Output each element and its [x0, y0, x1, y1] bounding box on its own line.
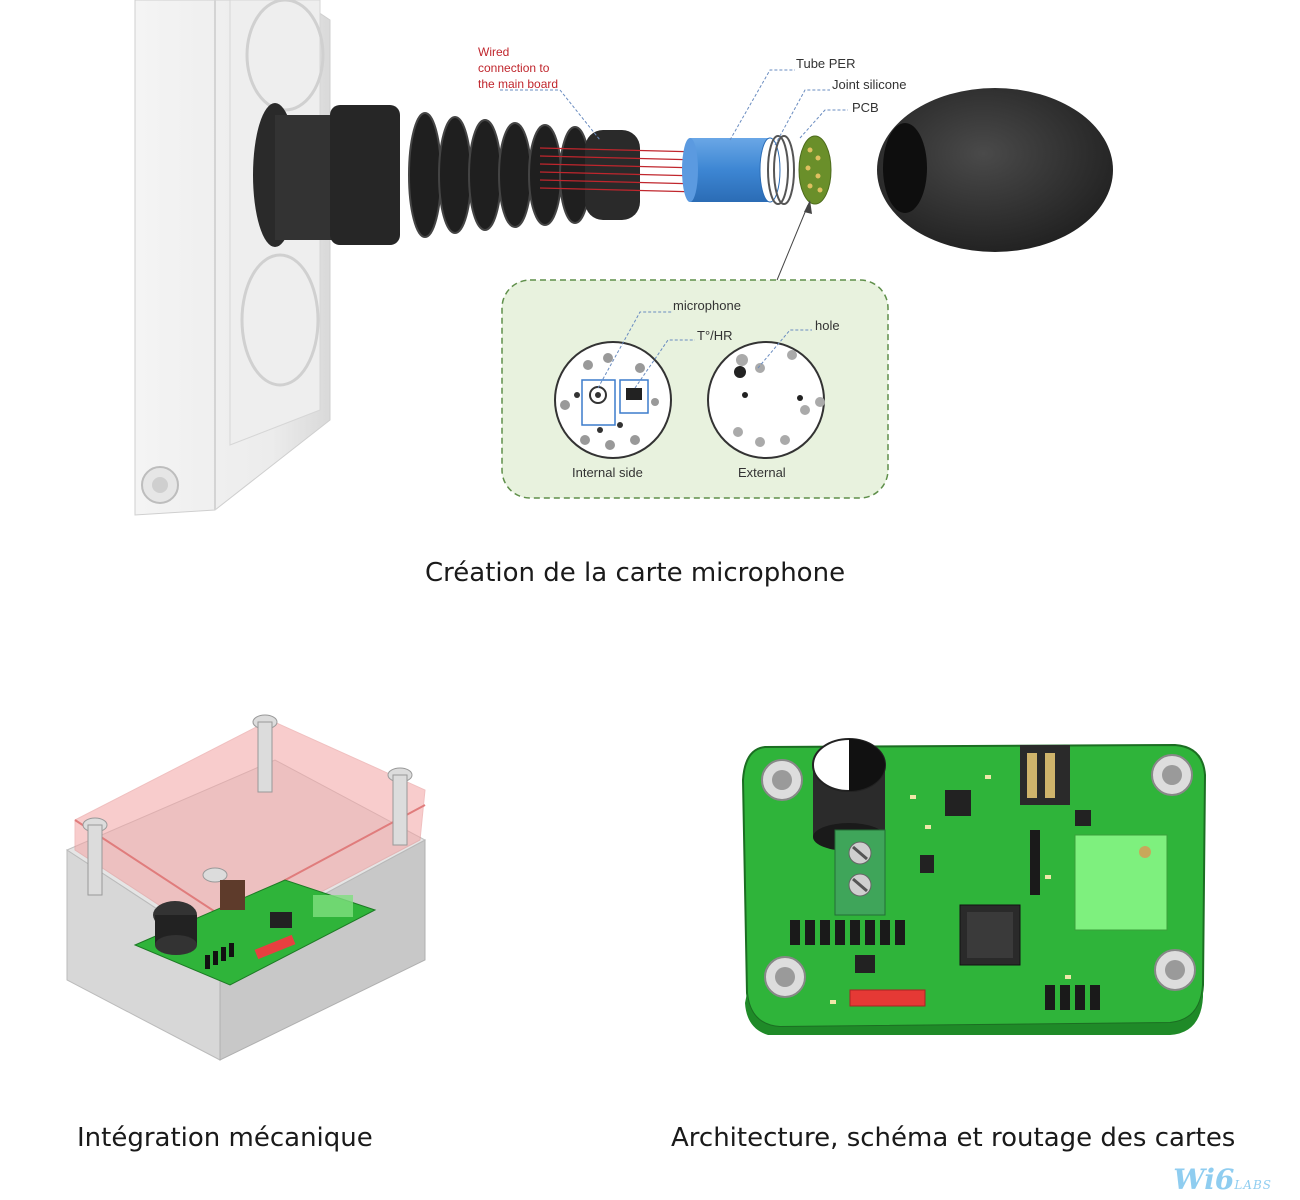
hole-label: hole: [815, 318, 840, 333]
wired-label-line2: connection to: [478, 61, 550, 75]
pcb-detail-inset: microphone T°/HR hole Internal side Exte…: [501, 279, 889, 499]
silicone-joint: [767, 135, 795, 205]
wires: [539, 147, 701, 193]
tube-per-label: Tube PER: [796, 56, 856, 71]
wi6labs-logo: Wi6LABS: [1173, 1163, 1272, 1196]
external-label: External: [738, 465, 786, 480]
wired-label-line3: the main board: [478, 77, 558, 91]
caption-bottom-left: Intégration mécanique: [77, 1123, 373, 1153]
microphone-label: microphone: [673, 298, 741, 313]
caption-bottom-right: Architecture, schéma et routage des cart…: [671, 1123, 1236, 1153]
tube-per: [682, 137, 781, 203]
callout-leaders: [500, 69, 848, 146]
enclosure-side: [134, 0, 331, 516]
caption-top: Création de la carte microphone: [425, 558, 846, 588]
mechanical-integration-figure: [65, 714, 427, 1061]
wired-label-line1: Wired: [478, 45, 509, 59]
logo-sub: LABS: [1234, 1178, 1272, 1192]
logo-main: Wi6: [1173, 1163, 1235, 1196]
microphone-assembly-figure: Wired connection to the main board Tube …: [134, 0, 1113, 516]
inset-pointer: [774, 204, 809, 286]
joint-silicone-label: Joint silicone: [832, 77, 906, 92]
pcb-disc: [798, 135, 832, 205]
temp-humidity-label: T°/HR: [697, 328, 733, 343]
cable-gland: [253, 103, 640, 247]
pcb-label: PCB: [852, 100, 879, 115]
internal-side-label: Internal side: [572, 465, 643, 480]
foam-windscreen: [877, 88, 1113, 252]
pcb-board-figure: [741, 738, 1207, 1035]
